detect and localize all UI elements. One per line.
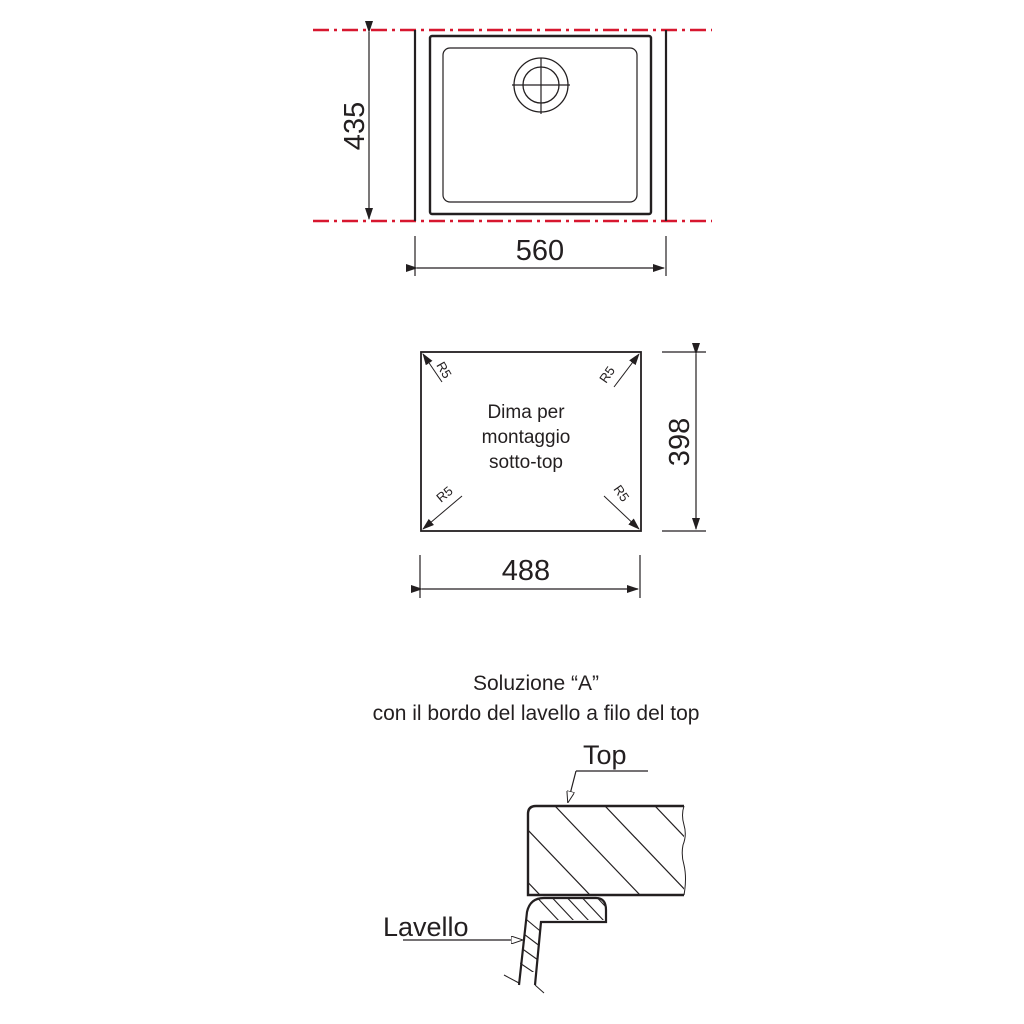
radius-label-tr: R5 [596,363,618,385]
template-label-line2: montaggio [482,427,571,448]
top-leader-arrow [568,770,577,802]
countertop-break-line [681,805,686,896]
sink-width-dim: 560 [516,235,564,267]
sink-break-left [503,974,520,984]
radius-leader-br [603,495,640,530]
countertop-hatching [528,806,684,895]
template-width-dim: 488 [502,555,550,587]
sink-bowl [442,47,638,203]
template-label-line3: sotto-top [489,452,563,473]
sink-break-right [534,984,545,994]
sink-section [517,896,608,986]
radius-label-tl: R5 [433,359,454,381]
mounting-template: R5 R5 R5 R5 Dima per montaggio sotto-top… [411,343,706,598]
radius-leader-tl [422,353,443,383]
radius-leader-tr [613,353,640,388]
countertop-section [526,804,684,897]
drain-crosshair-icon [512,57,570,114]
sink-outer-rim [428,34,653,216]
radius-label-bl: R5 [433,483,455,505]
template-height-dim: 398 [664,418,696,466]
template-outline [420,351,642,532]
sink-plan-view: 435 560 [313,21,712,276]
sink-height-dim: 435 [339,102,371,150]
radius-leader-bl [422,495,463,530]
section-caption-line2: con il bordo del lavello a filo del top [373,702,700,725]
section-caption-line1: Soluzione “A” [473,672,599,695]
sink-label: Lavello [383,912,469,942]
radius-label-br: R5 [611,482,633,504]
top-label: Top [583,740,627,770]
template-label-line1: Dima per [487,402,565,423]
section-view: Soluzione “A” con il bordo del lavello a… [373,672,700,994]
